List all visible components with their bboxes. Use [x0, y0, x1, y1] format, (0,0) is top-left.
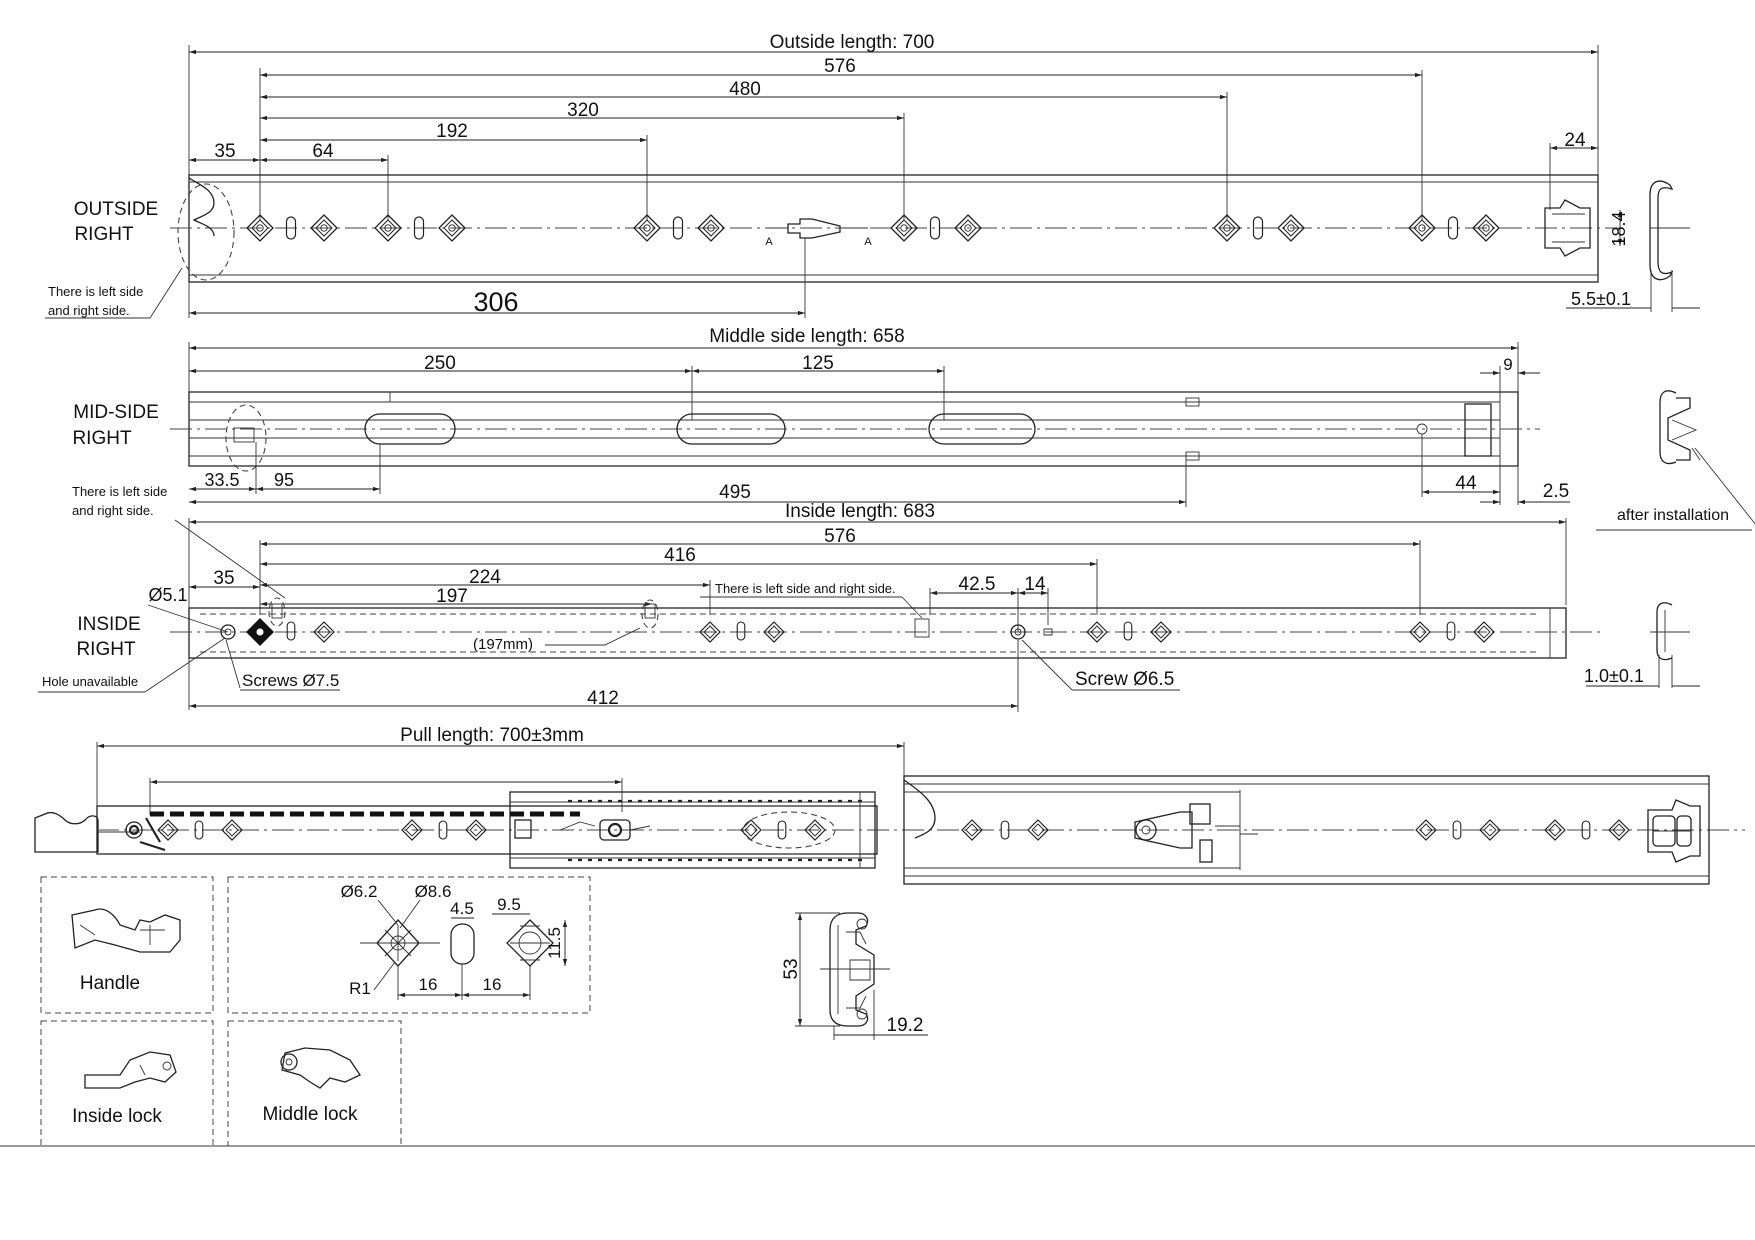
outside-title: Outside length: 700 — [770, 32, 935, 53]
hole-d16-b: 16 — [483, 975, 502, 994]
screws-7-5-label: Screws Ø7.5 — [242, 671, 339, 690]
dim-197: 197 — [436, 586, 468, 607]
cross-section-profile: 53 19.2 — [781, 912, 928, 1040]
dim-5-5: 5.5±0.1 — [1571, 289, 1631, 309]
middle-rail-section: Middle side length: 658 250 125 9 — [72, 326, 1755, 599]
dim-44: 44 — [1455, 473, 1477, 494]
dim-495: 495 — [719, 482, 751, 503]
dim-35-inside: 35 — [213, 568, 234, 589]
middle-label-line2: RIGHT — [72, 428, 132, 449]
outside-note-line1: There is left side — [48, 284, 143, 299]
dim-192: 192 — [436, 121, 468, 142]
hole-d8-6: Ø8.6 — [415, 882, 452, 901]
dim-306: 306 — [473, 287, 518, 317]
hole-d16-a: 16 — [419, 975, 438, 994]
hole-d9-5: 9.5 — [497, 895, 521, 914]
dim-42-5: 42.5 — [959, 574, 996, 595]
screw-6-5-label: Screw Ø6.5 — [1075, 669, 1174, 690]
middle-note-line1: There is left side — [72, 484, 167, 499]
middle-label-line1: MID-SIDE — [73, 402, 159, 423]
dim-14: 14 — [1024, 574, 1046, 595]
middle-title: Middle side length: 658 — [709, 326, 904, 347]
dim-64: 64 — [312, 141, 334, 162]
dim-24: 24 — [1564, 130, 1586, 151]
dim-35: 35 — [214, 141, 235, 162]
pull-assembly-section: Pull length: 700±3mm — [34, 725, 1745, 885]
detail-boxes: Handle Ø6.2 Ø8.6 4.5 9.5 11.5 R1 16 16 — [40, 876, 591, 1147]
section-mark-a-right: A — [864, 236, 872, 248]
outside-label-line1: OUTSIDE — [74, 199, 158, 220]
inside-note: There is left side and right side. — [715, 581, 896, 596]
outside-note-line2: and right side. — [48, 303, 130, 318]
middle-note-line2: and right side. — [72, 503, 154, 518]
dim-2-5: 2.5 — [1543, 481, 1569, 502]
inside-label-line2: RIGHT — [76, 639, 136, 660]
dim-33-5: 33.5 — [204, 470, 239, 490]
dim-320: 320 — [567, 100, 599, 121]
dim-9: 9 — [1503, 355, 1512, 374]
dim-576-inside: 576 — [824, 526, 856, 547]
hole-d4-5: 4.5 — [450, 899, 474, 918]
dim-250: 250 — [424, 353, 456, 374]
hole-unavailable-label: Hole unavailable — [42, 674, 138, 689]
dim-1-0: 1.0±0.1 — [1584, 666, 1644, 686]
after-installation-label: after installation — [1617, 507, 1729, 524]
pull-title: Pull length: 700±3mm — [400, 725, 584, 746]
hole-detail-figure — [360, 919, 554, 967]
dim-95: 95 — [274, 470, 294, 490]
dim-197mm: (197mm) — [473, 636, 533, 653]
inside-title: Inside length: 683 — [785, 501, 935, 522]
hole-d11-5: 11.5 — [545, 927, 564, 959]
outside-rail-section: Outside length: 700 576 480 320 192 64 3… — [45, 32, 1700, 319]
middle-lock-label: Middle lock — [262, 1104, 358, 1125]
handle-label: Handle — [80, 973, 140, 994]
dim-416: 416 — [664, 545, 696, 566]
profile-height: 53 — [781, 958, 802, 979]
inside-rail-section: Inside length: 683 576 416 224 197 35 Ø5… — [38, 501, 1700, 712]
dim-224: 224 — [469, 567, 501, 588]
dim-5-1: Ø5.1 — [148, 585, 187, 605]
dim-480: 480 — [729, 79, 761, 100]
section-mark-a-left: A — [765, 236, 773, 248]
hole-d6-2: Ø6.2 — [341, 882, 378, 901]
dim-18-4: 18.4 — [1609, 211, 1629, 246]
dim-576: 576 — [824, 56, 856, 77]
inside-label-line1: INSIDE — [77, 614, 140, 635]
inside-lock-label: Inside lock — [72, 1106, 162, 1127]
profile-width: 19.2 — [887, 1015, 924, 1036]
outside-label-line2: RIGHT — [74, 224, 134, 245]
hole-r1: R1 — [349, 979, 371, 998]
dim-125: 125 — [802, 353, 834, 374]
dim-412: 412 — [587, 688, 619, 709]
